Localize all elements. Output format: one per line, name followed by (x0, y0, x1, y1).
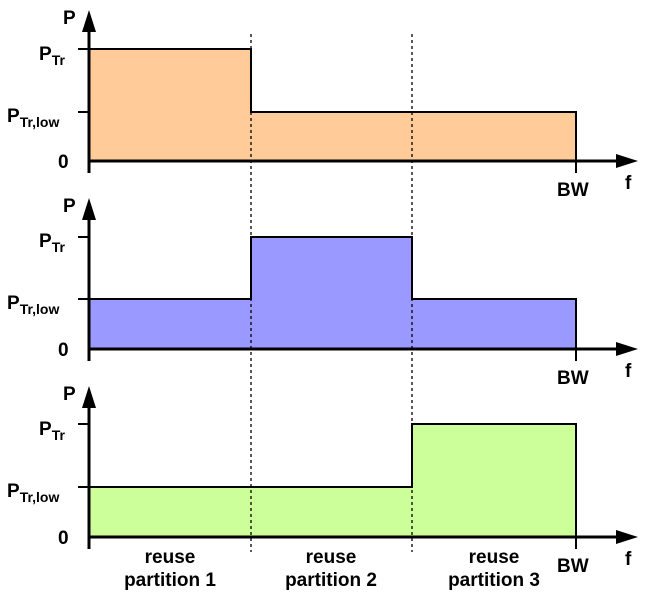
panel-1: P PTr PTr,low 0 BW f (7, 8, 638, 201)
panel-3-ptr-label: PTr (39, 419, 65, 443)
panel-2-p-label: P (63, 196, 76, 217)
panel-1-zero-label: 0 (58, 152, 69, 173)
panel-2-f-arrow (616, 342, 638, 356)
partition-3-line2: partition 3 (448, 570, 540, 591)
panel-2-f-label: f (625, 361, 632, 382)
panel-2-bw-label: BW (557, 368, 589, 389)
partition-3-line1: reuse (469, 547, 520, 568)
panel-3-bw-label: BW (557, 556, 589, 577)
panel-2-zero-label: 0 (58, 340, 69, 361)
panel-3-p-arrow (82, 386, 96, 408)
panel-1-f-label: f (625, 173, 632, 194)
panel-3-p-label: P (63, 384, 76, 405)
panel-1-p-label: P (63, 8, 76, 29)
panel-1-bw-label: BW (557, 180, 589, 201)
partition-2-line2: partition 2 (285, 570, 377, 591)
panel-1-ptr-label: PTr (39, 44, 65, 68)
panel-1-f-arrow (616, 154, 638, 168)
partition-1-line2: partition 1 (124, 570, 216, 591)
panel-3-zero-label: 0 (58, 528, 69, 549)
panel-3-f-arrow (616, 530, 638, 544)
panel-3-f-label: f (625, 549, 632, 570)
panel-1-plow-label: PTr,low (7, 106, 59, 130)
panel-2-plow-label: PTr,low (7, 293, 59, 317)
partition-1-line1: reuse (145, 547, 196, 568)
partition-labels: reuse partition 1 reuse partition 2 reus… (124, 547, 540, 591)
partition-2-line1: reuse (306, 547, 357, 568)
panel-1-power-profile (88, 48, 577, 162)
panel-3-plow-label: PTr,low (7, 481, 59, 505)
panel-2-ptr-label: PTr (39, 231, 65, 255)
panel-3: P PTr PTr,low 0 BW f (7, 384, 638, 577)
panel-2: P PTr PTr,low 0 BW f (7, 196, 638, 389)
panel-2-power-profile (88, 236, 577, 350)
panel-3-power-profile (88, 423, 577, 538)
panel-1-p-arrow (82, 10, 96, 32)
panel-2-p-arrow (82, 198, 96, 220)
